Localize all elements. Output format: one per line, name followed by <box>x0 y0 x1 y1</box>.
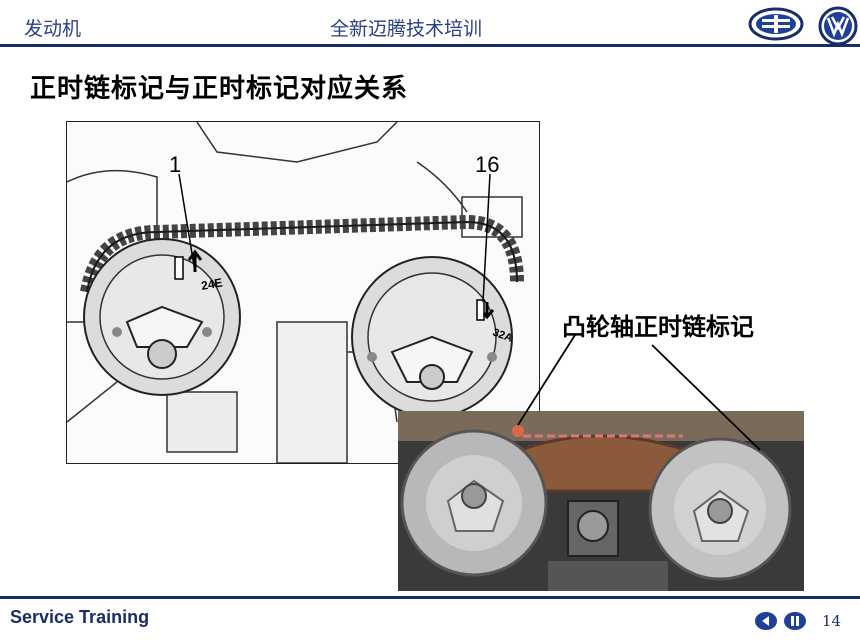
diagram-mark-24e: 24E <box>200 275 223 292</box>
timing-chain-diagram: 1 16 24E 32A <box>66 121 540 464</box>
section-name: 发动机 <box>24 18 82 40</box>
footer-label: Service Training <box>10 607 150 627</box>
page-number: 14 <box>822 612 842 630</box>
faw-logo <box>748 7 804 41</box>
course-title: 全新迈腾技术培训 <box>330 18 483 40</box>
diagram-label-16: 16 <box>475 152 499 177</box>
header-divider <box>0 44 860 47</box>
diagram-label-1: 1 <box>169 152 181 177</box>
slide-title: 正时链标记与正时标记对应关系 <box>30 74 409 104</box>
footer-divider <box>0 596 860 599</box>
pause-icon[interactable] <box>784 612 806 630</box>
engine-timing-photo <box>398 411 804 591</box>
back-arrow-icon[interactable] <box>755 612 777 630</box>
vw-logo <box>818 6 858 46</box>
callout-label: 凸轮轴正时链标记 <box>562 312 754 341</box>
